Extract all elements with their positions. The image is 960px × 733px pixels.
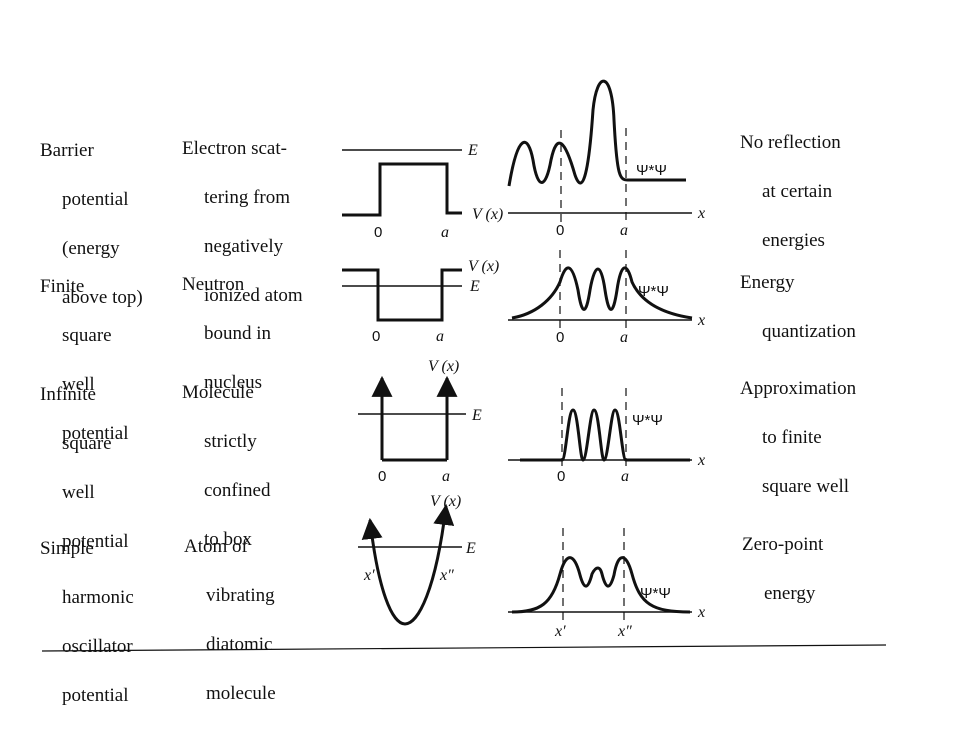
- row3-probability-density: [520, 408, 690, 462]
- row3-energy-label: E: [471, 407, 482, 424]
- row4-wave-axis-label: x: [697, 604, 705, 621]
- row3-wave-right-tick: a: [621, 468, 629, 485]
- row3-result-line3: square well: [762, 475, 850, 497]
- row2-situation-line4: potential: [62, 422, 129, 444]
- row1-example-line2: tering from: [204, 186, 291, 208]
- row4-wave-right-tick: x″: [617, 623, 632, 640]
- row4-psi-label: Ψ*Ψ: [640, 585, 671, 602]
- row2-situation-line1: Finite: [40, 275, 85, 297]
- row2-result-line2: quantization: [762, 320, 856, 342]
- row1-potential-label: V (x): [472, 206, 503, 223]
- row3-situation-line4: potential: [62, 530, 129, 552]
- row1-result-line3: energies: [762, 229, 825, 251]
- row2-situation: Finite square well potential: [40, 250, 128, 471]
- row2-wave-axis-label: x: [697, 312, 705, 329]
- row3-situation-line1: Infinite: [40, 383, 96, 405]
- row2-probability-density: [511, 266, 693, 320]
- row1-probability-density: [507, 79, 686, 187]
- row4-potential-right-tick: x″: [439, 567, 454, 584]
- row2-wave-left-tick: 0: [556, 329, 564, 346]
- row3-wave-left-tick: 0: [557, 468, 565, 485]
- row3-potential-right-tick: a: [442, 468, 450, 485]
- row4-example-line2: vibrating: [206, 584, 275, 606]
- row2-result-line1: Energy: [740, 271, 795, 293]
- row1-potential-left-tick: 0: [374, 224, 382, 241]
- row4-example-line1: Atom of: [184, 535, 248, 557]
- row3-potential-left-tick: 0: [378, 468, 386, 485]
- row1-energy-label: E: [467, 142, 478, 159]
- row3-situation-line3: well: [62, 481, 95, 503]
- row2-result: Energy quantization: [740, 246, 856, 369]
- row4-situation: Simple harmonic oscillator potential: [40, 512, 134, 733]
- row2-example-line3: nucleus: [204, 371, 263, 393]
- row1-result-line2: at certain: [762, 180, 833, 202]
- row2-example: Neutron bound in nucleus: [182, 248, 271, 420]
- row4-result-line2: energy: [764, 582, 816, 604]
- row3-situation: Infinite square well potential: [40, 358, 128, 579]
- row2-situation-line2: square: [62, 324, 112, 346]
- row4-result: Zero-point energy: [742, 508, 823, 631]
- row2-energy-label: E: [469, 278, 480, 295]
- row2-example-line2: bound in: [204, 322, 272, 344]
- row4-potential-label: V (x): [430, 493, 461, 510]
- row3-situation-line2: square: [62, 432, 112, 454]
- row3-result: Approximation to finite square well: [740, 352, 856, 524]
- row1-situation: Barrier potential (energy above top): [40, 114, 143, 335]
- row4-situation-line2: harmonic: [62, 586, 134, 608]
- row1-situation-line3: (energy: [62, 237, 120, 259]
- row2-well-potential: [342, 268, 462, 322]
- row1-result-line1: No reflection: [740, 131, 841, 153]
- row4-parabolic-potential: [361, 503, 455, 626]
- row1-example: Electron scat- tering from negatively io…: [182, 112, 303, 333]
- row1-situation-line1: Barrier: [40, 139, 94, 161]
- row3-result-line1: Approximation: [740, 377, 857, 399]
- row4-example-line4: molecule: [206, 682, 276, 704]
- row4-result-line1: Zero-point: [742, 533, 824, 555]
- row1-wave-axis-label: x: [697, 205, 705, 222]
- row2-potential-label: V (x): [468, 258, 499, 275]
- row1-wave-left-tick: 0: [556, 222, 564, 239]
- row3-wave-axis-label: x: [697, 452, 705, 469]
- row4-wave-left-tick: x′: [554, 623, 566, 640]
- row1-example-line4: ionized atom: [204, 284, 303, 306]
- row3-result-line2: to finite: [762, 426, 822, 448]
- row1-result: No reflection at certain energies: [740, 106, 841, 278]
- row2-situation-line3: well: [62, 373, 95, 395]
- row1-barrier-potential: [342, 162, 462, 217]
- row3-psi-label: Ψ*Ψ: [632, 412, 663, 429]
- row1-wave-right-tick: a: [620, 222, 628, 239]
- row4-situation-line1: Simple: [40, 537, 94, 559]
- row2-potential-left-tick: 0: [372, 328, 380, 345]
- row2-potential-right-tick: a: [436, 328, 444, 345]
- row1-potential-right-tick: a: [441, 224, 449, 241]
- row2-psi-label: Ψ*Ψ: [638, 283, 669, 300]
- row3-example-line2: strictly: [204, 430, 257, 452]
- row1-example-line1: Electron scat-: [182, 137, 287, 159]
- row1-example-line3: negatively: [204, 235, 284, 257]
- row4-probability-density: [511, 556, 691, 614]
- row1-situation-line2: potential: [62, 188, 129, 210]
- row3-example: Molecule strictly confined to box: [182, 356, 270, 577]
- bottom-rule: [41, 644, 887, 652]
- row3-example-line1: Molecule: [182, 381, 254, 403]
- row2-wave-right-tick: a: [620, 329, 628, 346]
- row3-example-line4: to box: [204, 528, 253, 550]
- row2-example-line1: Neutron: [182, 273, 245, 295]
- row4-potential-left-tick: x′: [363, 567, 375, 584]
- row3-potential-label: V (x): [428, 358, 459, 375]
- row4-situation-line4: potential: [62, 684, 129, 706]
- row3-example-line3: confined: [204, 479, 271, 501]
- row1-psi-label: Ψ*Ψ: [636, 162, 667, 179]
- row1-situation-line4: above top): [62, 286, 143, 308]
- row4-energy-label: E: [465, 540, 476, 557]
